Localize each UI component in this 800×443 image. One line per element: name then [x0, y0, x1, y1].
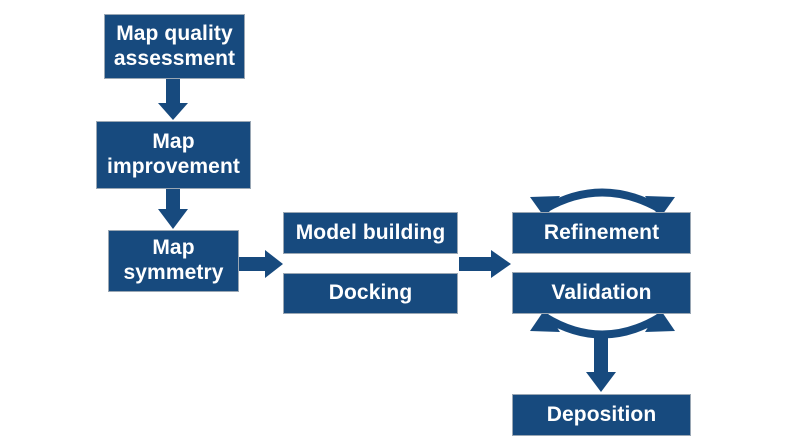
node-deposition-label: Deposition	[546, 402, 657, 426]
node-deposition[interactable]: Deposition	[512, 394, 691, 436]
node-refinement-label: Refinement	[543, 220, 660, 244]
node-validation-label: Validation	[551, 280, 652, 304]
node-map-symmetry[interactable]: Map symmetry	[108, 230, 239, 292]
node-map-improvement-label: Map improvement	[107, 130, 240, 178]
node-model-building-label: Model building	[295, 220, 446, 244]
node-validation[interactable]: Validation	[512, 272, 691, 314]
node-map-improvement[interactable]: Map improvement	[96, 121, 251, 189]
arrow-quality-to-improvement	[158, 79, 188, 120]
arrow-symmetry-to-building	[239, 250, 283, 278]
arrow-improvement-to-symmetry	[158, 189, 188, 229]
arrow-building-to-refinement	[459, 250, 511, 278]
node-map-symmetry-label: Map symmetry	[123, 236, 224, 284]
node-docking-label: Docking	[328, 281, 413, 305]
node-refinement[interactable]: Refinement	[512, 212, 691, 254]
node-model-building[interactable]: Model building	[283, 212, 458, 254]
node-map-quality-assessment-label: Map quality assessment	[113, 21, 236, 70]
node-docking[interactable]: Docking	[283, 273, 458, 314]
arrow-cycle-to-deposition	[586, 338, 616, 392]
node-map-quality-assessment[interactable]: Map quality assessment	[104, 14, 245, 79]
